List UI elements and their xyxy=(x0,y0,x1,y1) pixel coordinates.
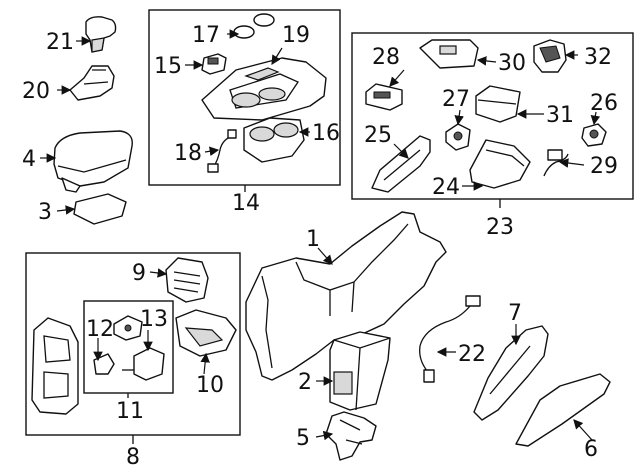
part-18-wire-harness xyxy=(207,129,237,173)
part-27-switch xyxy=(445,123,471,151)
part-15-switch xyxy=(201,53,227,75)
callout-13: 13 xyxy=(140,307,168,332)
callout-27: 27 xyxy=(442,87,470,112)
callout-15: 15 xyxy=(154,54,182,79)
callout-7: 7 xyxy=(508,301,522,326)
callout-21: 21 xyxy=(46,30,74,55)
callout-6: 6 xyxy=(584,437,598,462)
callout-32: 32 xyxy=(584,45,612,70)
group-box-23 xyxy=(351,32,634,200)
part-4-armrest-lid xyxy=(53,130,133,193)
callout-12: 12 xyxy=(86,317,114,342)
part-8-bezel xyxy=(31,317,79,415)
part-29-wire xyxy=(543,149,569,177)
callout-1: 1 xyxy=(306,227,320,252)
callout-11: 11 xyxy=(116,399,144,424)
part-10-tray xyxy=(175,309,237,357)
callout-25: 25 xyxy=(364,123,392,148)
callout-2: 2 xyxy=(298,370,312,395)
part-7-side-panel xyxy=(473,325,549,421)
part-32-knob xyxy=(533,39,567,73)
callout-9: 9 xyxy=(132,261,146,286)
part-26-switch xyxy=(581,123,607,147)
callout-22: 22 xyxy=(458,342,486,367)
callout-28: 28 xyxy=(372,45,400,70)
callout-24: 24 xyxy=(432,175,460,200)
callout-26: 26 xyxy=(590,91,618,116)
callout-4: 4 xyxy=(22,147,36,172)
part-1-console xyxy=(245,211,447,381)
callout-8: 8 xyxy=(126,445,140,470)
callout-3: 3 xyxy=(38,200,52,225)
part-28-switch xyxy=(365,83,403,111)
callout-29: 29 xyxy=(590,154,618,179)
part-22-cable xyxy=(419,295,481,383)
part-3-pad xyxy=(73,193,127,225)
part-24-bracket xyxy=(469,139,531,189)
callout-23: 23 xyxy=(486,215,514,240)
part-21-shift-knob xyxy=(85,16,117,53)
part-25-trim-strip xyxy=(371,135,431,193)
callout-5: 5 xyxy=(296,426,310,451)
callout-20: 20 xyxy=(22,79,50,104)
callout-14: 14 xyxy=(232,191,260,216)
part-9-vent xyxy=(165,257,209,303)
part-2-storage-box xyxy=(329,331,391,411)
part-30-pad xyxy=(419,39,479,69)
callout-30: 30 xyxy=(498,51,526,76)
callout-31: 31 xyxy=(546,103,574,128)
callout-10: 10 xyxy=(196,373,224,398)
callout-16: 16 xyxy=(312,121,340,146)
part-16-cup-holder xyxy=(243,117,305,163)
part-19-console-panel xyxy=(201,57,327,121)
leader-arrows xyxy=(40,29,601,441)
part-13-switch xyxy=(122,347,165,381)
callout-17: 17 xyxy=(192,23,220,48)
part-5-bracket xyxy=(325,411,377,461)
part-20-shift-boot xyxy=(69,65,115,101)
callout-19: 19 xyxy=(282,23,310,48)
part-31-module xyxy=(475,85,521,123)
callout-labels: 21 20 4 3 17 19 15 16 18 14 28 30 32 27 … xyxy=(22,23,618,470)
part-6-side-cover xyxy=(515,373,611,447)
part-17-cup-rings xyxy=(233,13,275,39)
callout-18: 18 xyxy=(174,141,202,166)
